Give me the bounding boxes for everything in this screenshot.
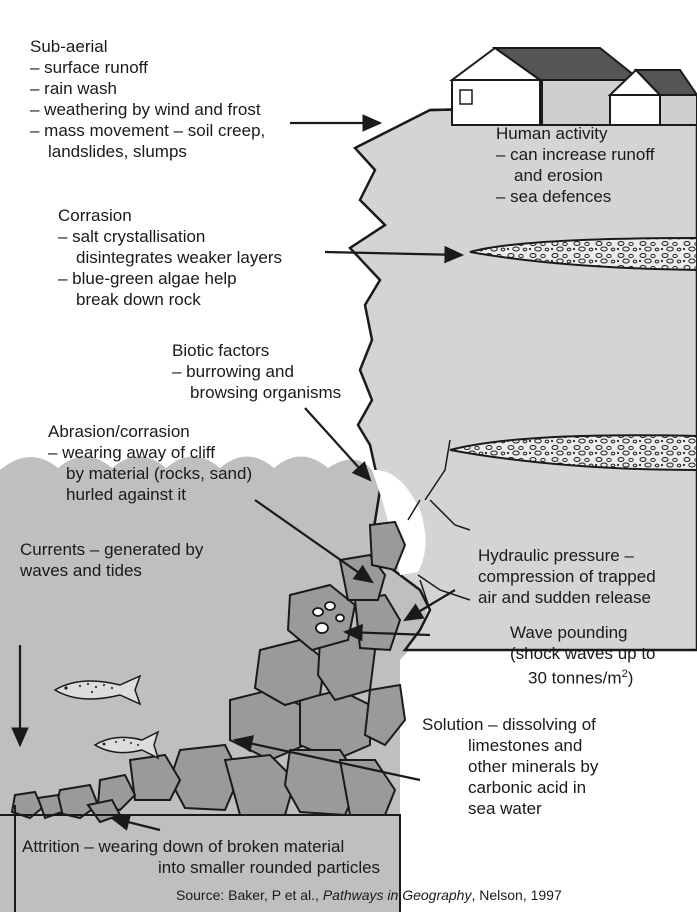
wave-pounding-units: 30 tonnes/m2) xyxy=(510,664,656,689)
source-citation: Source: Baker, P et al., Pathways in Geo… xyxy=(176,886,562,904)
abrasion-label: Abrasion/corrasion – wearing away of cli… xyxy=(48,421,252,505)
biotic-factors-label: Biotic factors – burrowing and browsing … xyxy=(172,340,341,403)
human-activity-label: Human activity – can increase runoff and… xyxy=(496,123,654,207)
solution-label: Solution – dissolving of limestones and … xyxy=(422,714,598,819)
subaerial-label: Sub-aerial – surface runoff – rain wash … xyxy=(30,36,265,162)
corrasion-label: Corrasion – salt crystallisation disinte… xyxy=(58,205,282,310)
currents-label: Currents – generated by waves and tides xyxy=(20,539,203,581)
attrition-label: Attrition – wearing down of broken mater… xyxy=(22,836,380,878)
hydraulic-pressure-label: Hydraulic pressure – compression of trap… xyxy=(478,545,656,608)
wave-pounding-label: Wave pounding (shock waves up to 30 tonn… xyxy=(510,622,656,689)
